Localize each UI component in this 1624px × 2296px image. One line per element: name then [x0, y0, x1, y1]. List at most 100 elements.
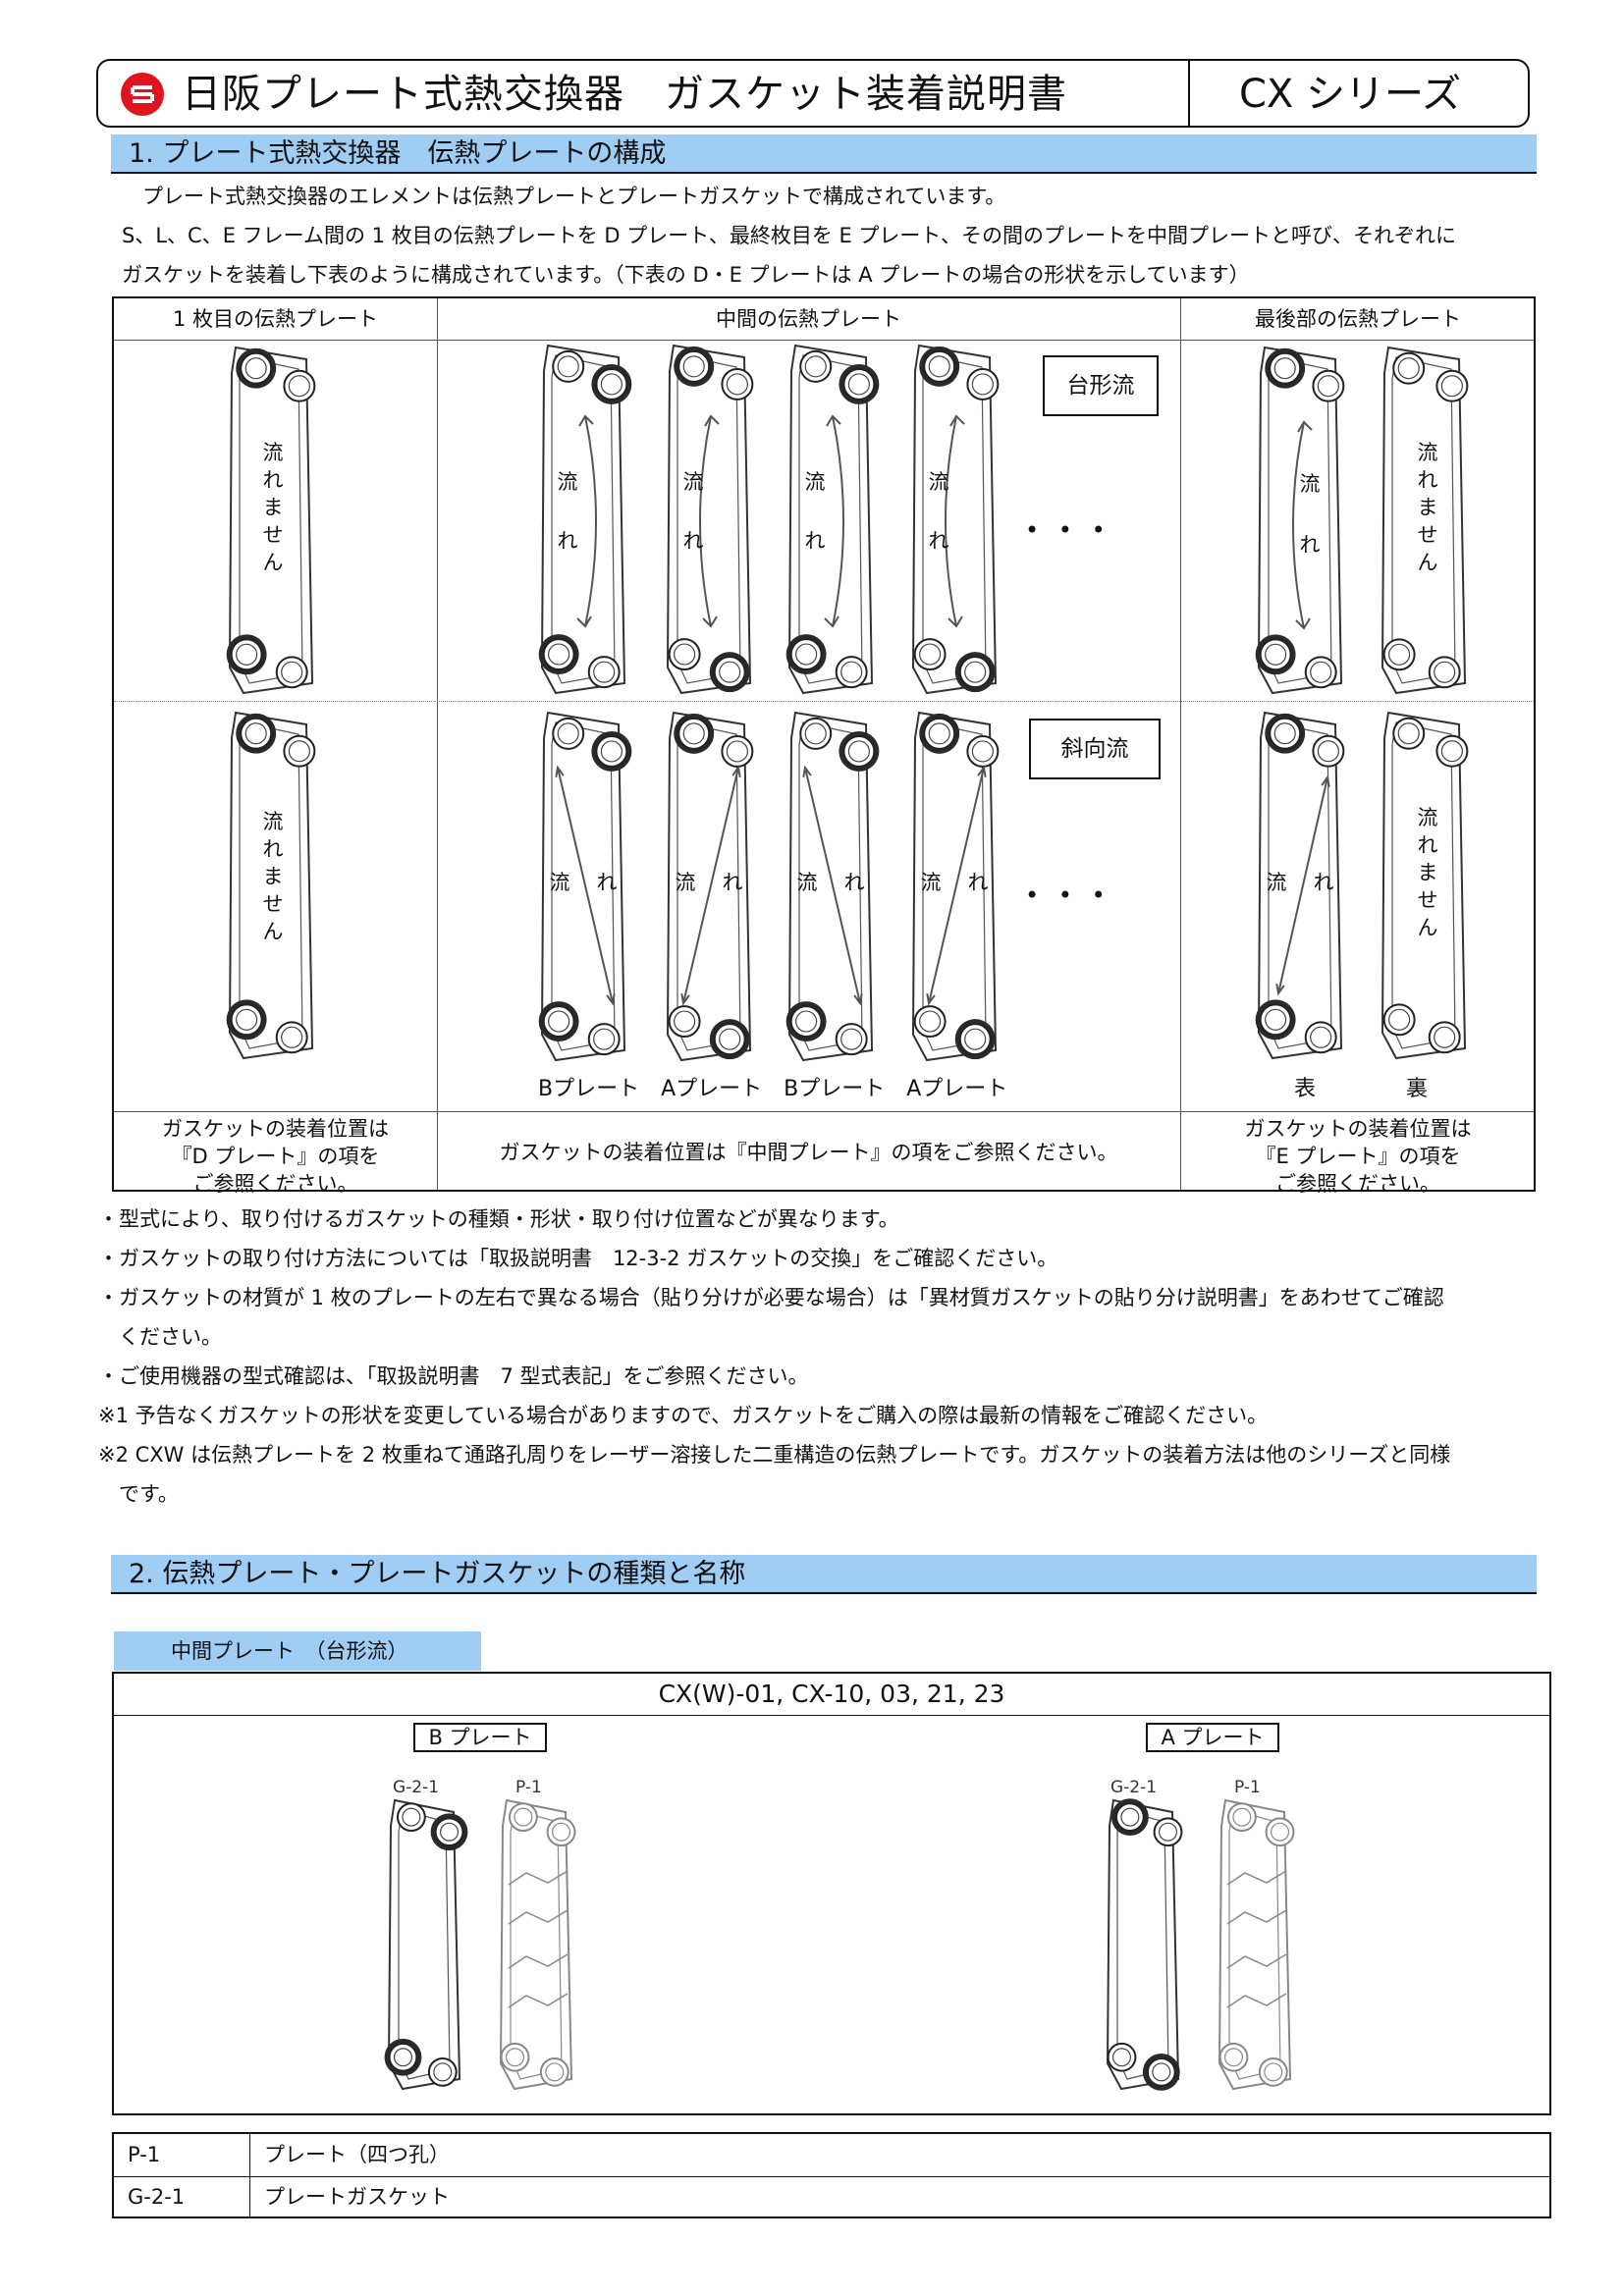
flow-label: 流 [263, 441, 284, 464]
part-code: P-1 [128, 2143, 161, 2166]
flow-label: 流 [929, 470, 949, 494]
table-divider [114, 701, 1534, 702]
note-line: ・ご使用機器の型式確認は、「取扱説明書 7 型式表記」をご参照ください。 [98, 1364, 809, 1388]
flow-label: れ [968, 871, 989, 894]
part-name: プレートガスケット [264, 2185, 450, 2209]
middle-plate-tab: 中間プレート （台形流） [114, 1631, 481, 1671]
plate-gasket-drawing [1106, 1798, 1183, 2091]
flow-label: 流 [676, 871, 696, 894]
note-line: です。 [98, 1482, 179, 1506]
note-line: 『D プレート』の項を [171, 1145, 380, 1168]
flow-label: 流 [550, 871, 570, 894]
a-plate-label: A プレート [1146, 1723, 1279, 1752]
hisaka-logo-icon [121, 73, 164, 116]
e-plate-front: 流れ [1255, 711, 1345, 1060]
flow-label: 流 [1418, 441, 1438, 464]
flow-label: れ [1314, 871, 1334, 894]
section1-heading: 1. プレート式熱交換器 伝熱プレートの構成 [129, 138, 667, 169]
flow-label: 流 [1267, 871, 1287, 894]
note-line: ※2 CXW は伝熱プレートを 2 枚重ねて通路孔周りをレーザー溶接した二重構造… [98, 1443, 1451, 1467]
title-divider [1188, 61, 1190, 126]
plate-configuration-table: 1 枚目の伝熱プレート 中間の伝熱プレート 最後部の伝熱プレート 台形流 斜向流… [112, 296, 1536, 1196]
flow-label: れ [805, 529, 826, 553]
flow-label: ま [263, 496, 284, 519]
note-line: ・ガスケットの材質が 1 枚のプレートの左右で異なる場合（貼り分けが必要な場合）… [98, 1286, 1444, 1309]
flow-label: れ [1418, 468, 1438, 492]
note-line: ※1 予告なくガスケットの形状を変更している場合がありますので、ガスケットをご購… [98, 1404, 1269, 1427]
flow-label: れ [263, 468, 284, 492]
plate-types-table: CX(W)-01, CX-10, 03, 21, 23 B プレート A プレー… [112, 1672, 1551, 2115]
e-plate-front: 流れ [1255, 346, 1345, 695]
a-plate: 流れ [911, 344, 1000, 695]
section2-header: 2. 伝熱プレート・プレートガスケットの種類と名称 [111, 1555, 1537, 1594]
a-plate: 流れ [666, 711, 754, 1062]
middle-plate-note: ガスケットの装着位置は『中間プレート』の項をご参照ください。 [499, 1141, 1118, 1164]
table-divider [437, 298, 438, 1190]
part-code: G-2-1 [128, 2185, 186, 2209]
flow-label: 流 [1418, 806, 1438, 829]
intro-paragraph-3: ガスケットを装着し下表のように構成されています。（下表の D・E プレートは A… [122, 263, 1250, 287]
flow-label: 流 [921, 871, 942, 894]
flow-label: れ [1300, 533, 1321, 557]
a-plate: 流れ [911, 711, 1000, 1062]
continuation-dots: • • • [1025, 881, 1111, 909]
flow-label: ま [263, 865, 284, 888]
legend-row: P-1 プレート（四つ孔） [114, 2134, 1549, 2176]
section2-heading: 2. 伝熱プレート・プレートガスケットの種類と名称 [129, 1559, 746, 1589]
b-plate: 流れ [785, 344, 880, 695]
plate-drawing [499, 1798, 576, 2091]
column-header-middle: 中間の伝熱プレート [716, 307, 901, 331]
plate-drawing [1218, 1798, 1295, 2091]
last-plate-note: ガスケットの装着位置は 『E プレート』の項を ご参照ください。 [1180, 1115, 1536, 1198]
flow-label: れ [1418, 833, 1438, 857]
diagonal-flow-tag: 斜向流 [1029, 719, 1161, 779]
model-list: CX(W)-01, CX-10, 03, 21, 23 [114, 1674, 1549, 1716]
flow-label: 流 [797, 871, 818, 894]
note-line: 『E プレート』の項を [1255, 1145, 1461, 1168]
gasket-code-label: G-2-1 [393, 1778, 440, 1797]
note-line: ガスケットの装着位置は [162, 1117, 389, 1141]
flow-label: ま [1418, 496, 1438, 519]
document-title: 日阪プレート式熱交換器 ガスケット装着説明書 [182, 72, 1067, 117]
note-line: ご参照ください。 [192, 1172, 358, 1196]
gasket-code-label: G-2-1 [1110, 1778, 1158, 1797]
legend-row: G-2-1 プレートガスケット [114, 2176, 1549, 2218]
flow-label: 流 [683, 470, 704, 494]
plate-code-label: P-1 [515, 1778, 542, 1797]
flow-label: せ [263, 892, 284, 916]
note-line: ください。 [98, 1325, 222, 1349]
flow-label: 流 [1300, 472, 1321, 496]
flow-label: れ [597, 871, 618, 894]
flow-label: ん [263, 920, 284, 943]
table-divider [249, 2134, 250, 2216]
title-box [96, 59, 1530, 128]
flow-label: れ [683, 529, 704, 553]
b-plate-label: B プレート [413, 1723, 547, 1752]
flow-label: せ [1418, 888, 1438, 912]
flow-label: せ [1418, 523, 1438, 547]
flow-label: れ [558, 529, 578, 553]
b-plate: 流れ [785, 711, 880, 1062]
section1-header: 1. プレート式熱交換器 伝熱プレートの構成 [111, 134, 1537, 174]
first-plate-note: ガスケットの装着位置は 『D プレート』の項を ご参照ください。 [114, 1115, 437, 1198]
b-plate: 流れ [538, 344, 632, 695]
flow-label: 流 [805, 470, 826, 494]
flow-label: れ [723, 871, 743, 894]
column-header-last: 最後部の伝熱プレート [1255, 307, 1461, 331]
b-plate: 流れ [538, 711, 632, 1062]
column-header-first: 1 枚目の伝熱プレート [172, 307, 379, 331]
table-divider [1180, 298, 1181, 1190]
flow-label: ん [263, 551, 284, 574]
flow-label: ん [1418, 551, 1438, 574]
plate-code-label: P-1 [1234, 1778, 1261, 1797]
front-caption: 表 [1294, 1077, 1317, 1101]
table-divider [114, 340, 1534, 341]
continuation-dots: • • • [1025, 516, 1111, 544]
flow-label: れ [844, 871, 865, 894]
back-caption: 裏 [1406, 1077, 1429, 1101]
table-divider [114, 2176, 1549, 2177]
